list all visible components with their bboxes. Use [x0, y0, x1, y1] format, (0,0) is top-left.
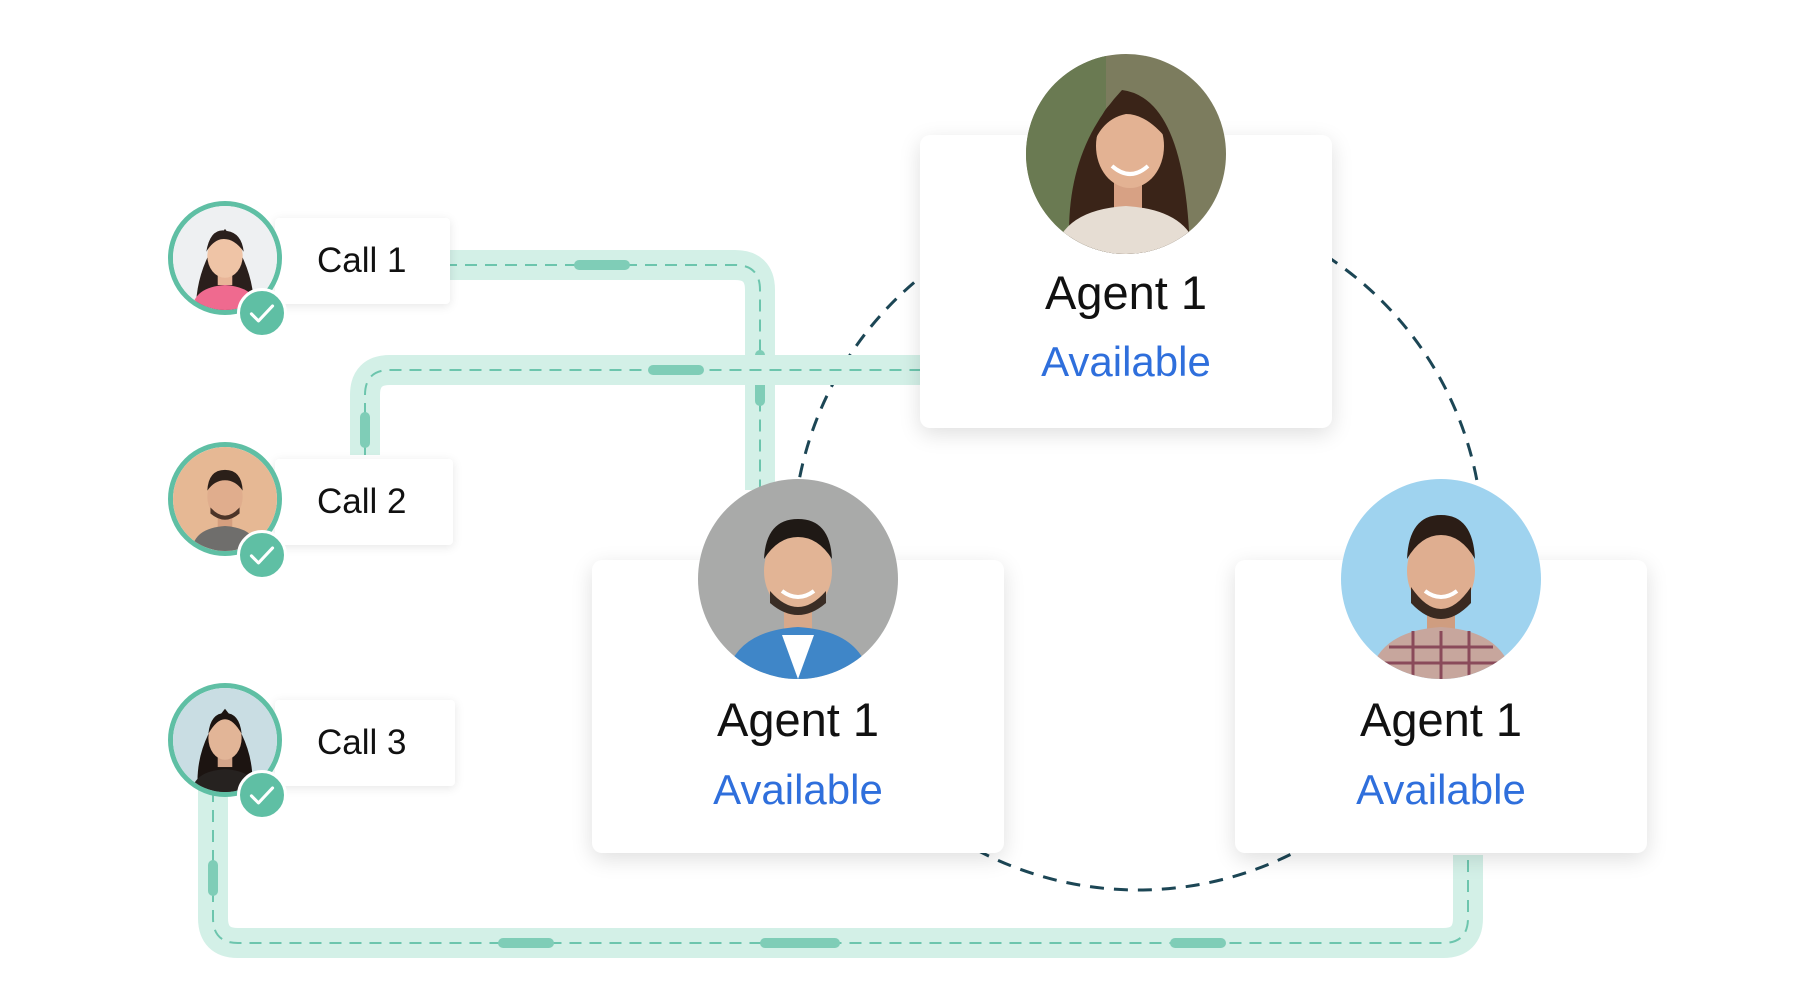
call-2-label[interactable]: Call 2: [275, 459, 453, 545]
route-call-3: [198, 790, 1483, 958]
check-icon: [237, 288, 287, 338]
route-pulse: [574, 260, 630, 270]
agent-status: Available: [1356, 766, 1526, 813]
male-caller-avatar-icon: [168, 442, 282, 556]
male-agent-avatar-icon: [698, 479, 898, 679]
female-caller-avatar-icon: [168, 683, 282, 797]
route-pulse: [648, 365, 704, 375]
agent-name: Agent 1: [1044, 266, 1208, 319]
route-pulse: [498, 938, 554, 948]
call-2-text: Call 2: [317, 482, 407, 521]
agent-status: Available: [713, 766, 883, 813]
call-1-label[interactable]: Call 1: [275, 218, 450, 304]
call-3-text: Call 3: [317, 723, 407, 762]
agent-name: Agent 1: [716, 693, 880, 746]
route-call-2: [350, 355, 920, 455]
call-1-text: Call 1: [317, 241, 407, 280]
route-pulse: [360, 412, 370, 448]
female-agent-avatar-icon: [1026, 54, 1226, 254]
check-icon: [237, 530, 287, 580]
route-pulse: [1170, 938, 1226, 948]
call-3-label[interactable]: Call 3: [275, 700, 455, 786]
route-pulse: [208, 860, 218, 896]
agent-name: Agent 1: [1359, 693, 1523, 746]
route-pulse: [760, 938, 840, 948]
male-agent-avatar-icon: [1341, 479, 1541, 679]
check-icon: [237, 770, 287, 820]
agent-status: Available: [1041, 338, 1211, 385]
